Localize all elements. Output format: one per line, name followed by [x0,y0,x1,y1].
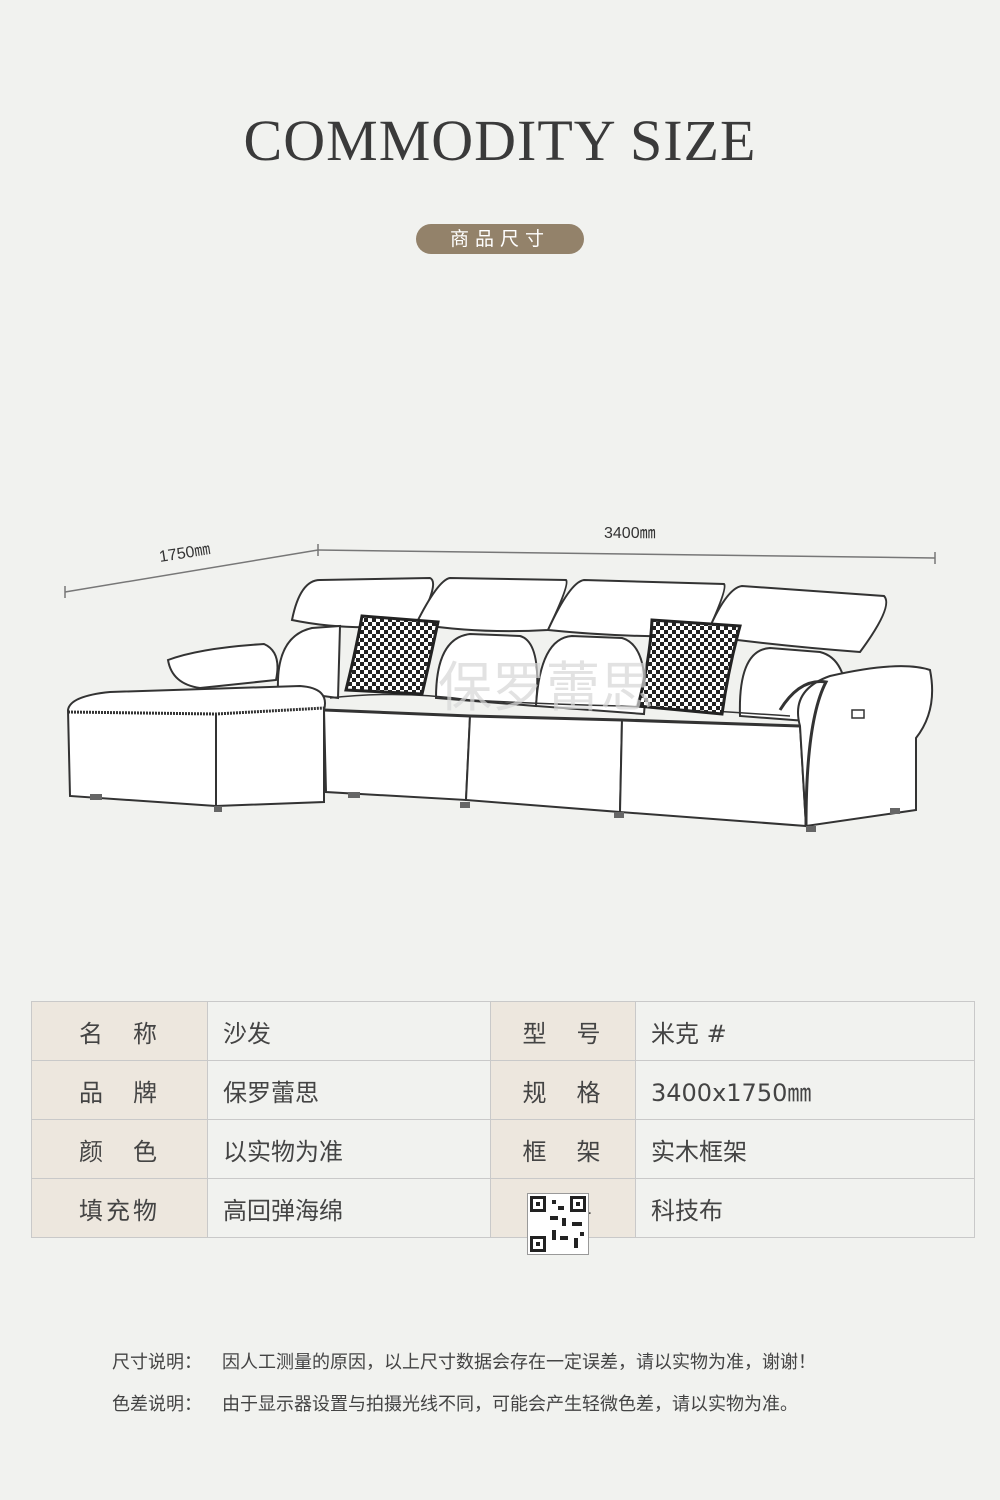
width-dimension-label: 3400㎜ [604,525,656,542]
table-row: 填充物 高回弹海绵 料 [31,1178,975,1255]
spec-value: 3400x1750㎜ [635,1060,975,1120]
recliner-button-icon [851,709,865,719]
sofa-foot [90,794,102,800]
spec-label: 框 架 [490,1119,636,1179]
spec-label: 型 号 [490,1001,636,1061]
sofa-back-cushion [434,632,539,708]
sofa-headrest [704,584,888,654]
spec-label-cell: 料 [490,1178,636,1255]
table-row: 品 牌 保罗蕾思 规 格 3400x1750㎜ [31,1060,975,1120]
page-title: COMMODITY SIZE [243,108,757,173]
throw-pillow [636,618,742,716]
notes-section: 尺寸说明： 因人工测量的原因，以上尺寸数据会存在一定误差，请以实物为准，谢谢！ 色… [112,1342,816,1426]
spec-label: 颜 色 [31,1119,208,1179]
sofa-seat [464,714,624,814]
spec-value: 以实物为准 [207,1119,491,1179]
throw-pillow [344,614,440,696]
table-row: 颜 色 以实物为准 框 架 实木框架 [31,1119,975,1179]
spec-value: 保罗蕾思 [207,1060,491,1120]
note-line: 色差说明： 由于显示器设置与拍摄光线不同，可能会产生轻微色差，请以实物为准。 [112,1384,816,1426]
depth-dimension-label: 1750㎜ [158,541,212,566]
width-dimension-line [317,549,936,559]
spec-label: 填充物 [31,1178,208,1238]
spec-table: 名 称 沙发 型 号 米克 # 品 牌 保罗蕾思 规 格 3400x1750㎜ … [31,1001,975,1255]
spec-value: 沙发 [207,1001,491,1061]
sofa-foot [348,792,360,798]
qr-code-icon [527,1193,589,1255]
note-text: 因人工测量的原因，以上尺寸数据会存在一定误差，请以实物为准，谢谢！ [222,1352,816,1373]
spec-label: 规 格 [490,1060,636,1120]
brand-watermark: 保罗蕾思 [438,656,654,719]
depth-dimension-line [64,549,319,593]
sofa-seat [618,718,808,828]
sofa-dimension-diagram: 1750㎜ 3400㎜ [64,525,936,832]
table-row: 名 称 沙发 型 号 米克 # [31,1001,975,1061]
sofa-right-arm [797,665,934,828]
sofa-foot [460,802,470,808]
sofa-foot [890,808,900,814]
sofa-foot [806,826,816,832]
sofa-left-arm [166,642,279,690]
sofa-foot [614,812,624,818]
note-text: 由于显示器设置与拍摄光线不同，可能会产生轻微色差，请以实物为准。 [222,1394,798,1415]
sofa-headrest [414,576,568,633]
note-line: 尺寸说明： 因人工测量的原因，以上尺寸数据会存在一定误差，请以实物为准，谢谢！ [112,1342,816,1384]
note-label: 尺寸说明： [112,1352,202,1373]
spec-label: 名 称 [31,1001,208,1061]
sofa-chaise [66,684,326,808]
sofa-foot [214,806,222,812]
spec-value: 科技布 [635,1178,975,1238]
sofa-seat [322,708,472,802]
spec-label: 品 牌 [31,1060,208,1120]
section-badge: 商品尺寸 [416,224,584,254]
note-label: 色差说明： [112,1394,202,1415]
spec-value: 高回弹海绵 [207,1178,491,1238]
spec-value: 实木框架 [635,1119,975,1179]
sofa-back-cushion [276,624,342,700]
spec-value: 米克 # [635,1001,975,1061]
